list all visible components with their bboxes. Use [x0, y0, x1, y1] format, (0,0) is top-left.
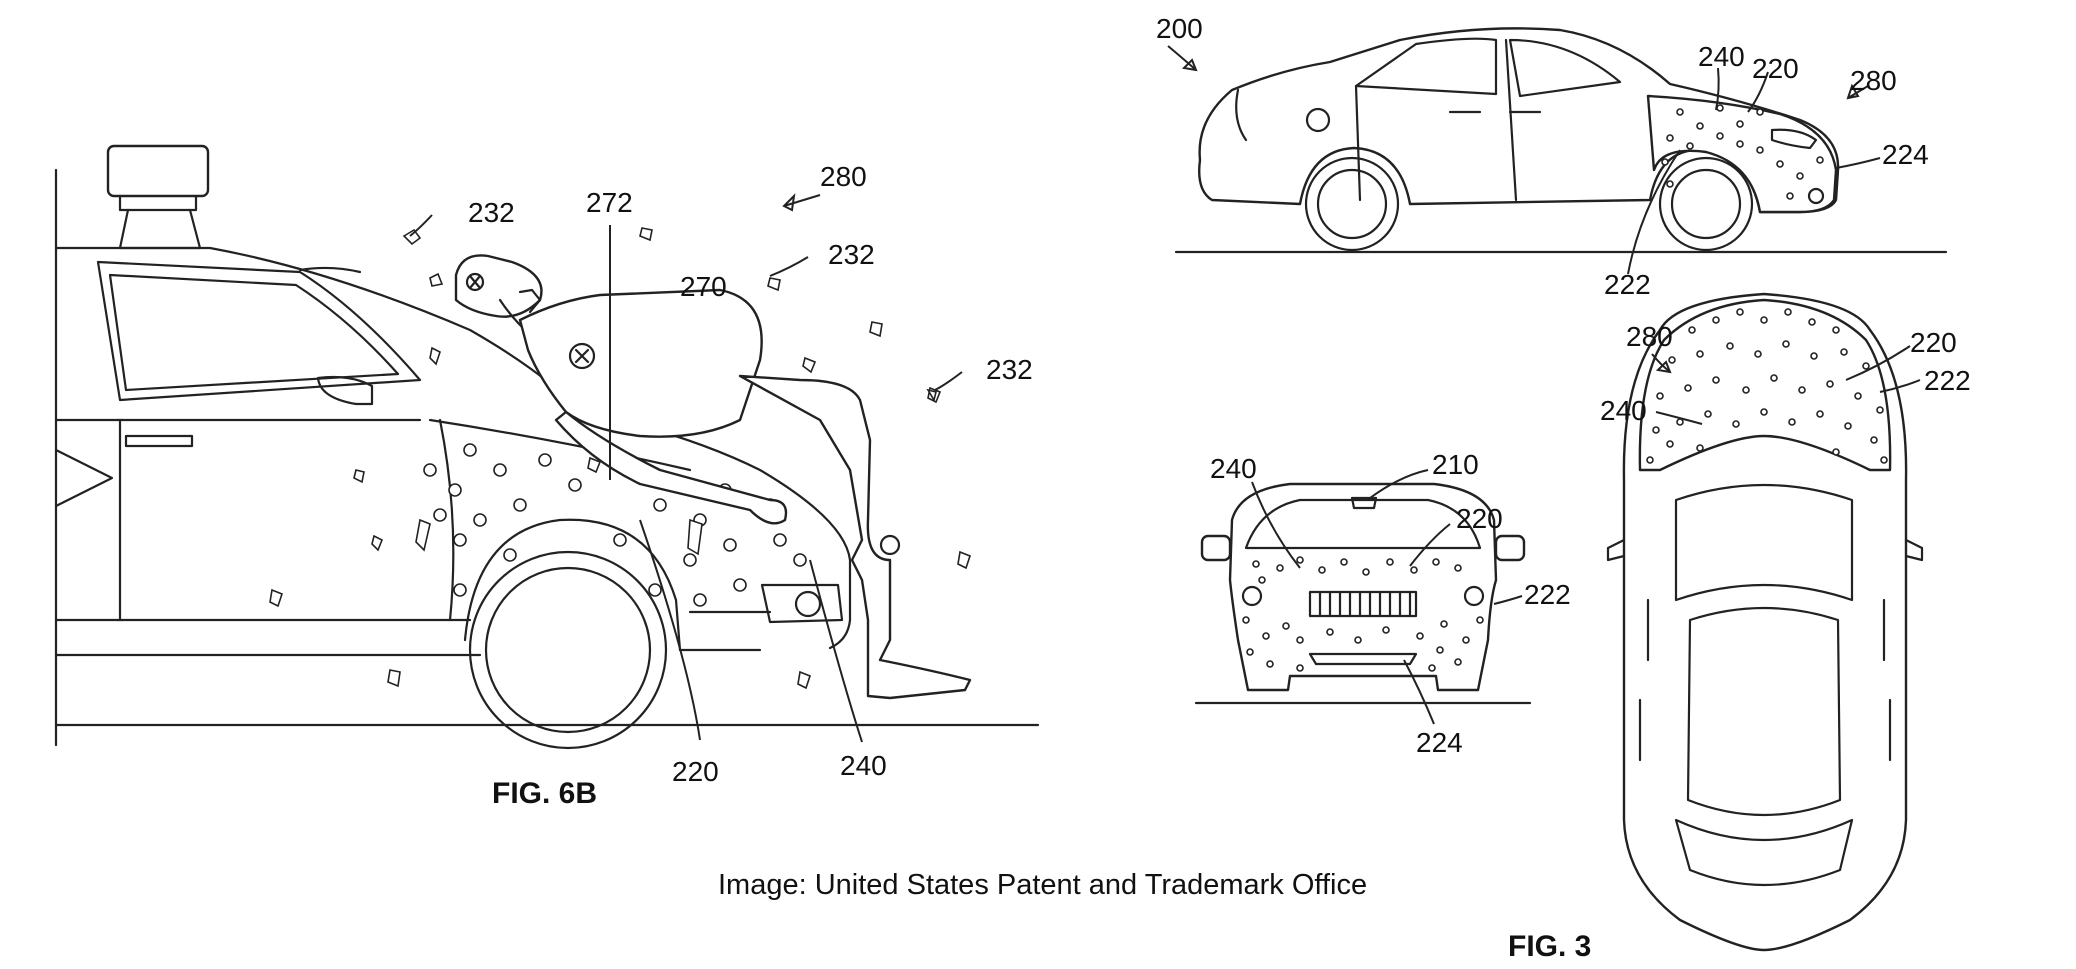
label-280-top: 280 — [1626, 321, 1673, 352]
label-222-side: 222 — [1604, 269, 1651, 300]
label-220-top: 220 — [1910, 327, 1957, 358]
roof-sensor — [106, 144, 210, 250]
fig-3-side-view: 200 240 220 280 224 222 — [1156, 13, 1948, 300]
label-200: 200 — [1156, 13, 1203, 44]
label-210: 210 — [1432, 449, 1479, 480]
label-240-front: 240 — [1210, 453, 1257, 484]
label-280-6b: 280 — [820, 161, 867, 192]
leader-lines-front — [1251, 469, 1523, 725]
caption-fig-3: FIG. 3 — [1508, 930, 1591, 963]
fig-6b: 280 272 270 232 232 232 220 240 FIG. 6B — [54, 144, 1040, 810]
label-240-side: 240 — [1698, 41, 1745, 72]
leader-lines-top — [1651, 345, 1921, 425]
leader-lines-6b — [409, 193, 963, 743]
label-270: 270 — [680, 271, 727, 302]
label-220-side: 220 — [1752, 53, 1799, 84]
label-222-front: 222 — [1524, 579, 1571, 610]
label-224-front: 224 — [1416, 727, 1463, 758]
fig-3-top-view: 280 220 222 240 — [1600, 292, 1971, 952]
debris-fragments-6b — [269, 227, 971, 690]
label-240-top: 240 — [1600, 395, 1647, 426]
pedestrian-figure — [454, 254, 972, 700]
label-280-side: 280 — [1850, 65, 1897, 96]
image-credit: Image: United States Patent and Trademar… — [718, 869, 1367, 901]
label-222-top: 222 — [1924, 365, 1971, 396]
adhesive-dots-top — [1646, 308, 1888, 464]
car-body-6b — [54, 168, 1040, 750]
fig-3-front-view: 240 210 220 222 224 — [1194, 449, 1571, 758]
label-220-6b: 220 — [672, 756, 719, 787]
adhesive-dots-front — [1242, 556, 1484, 672]
label-232-c: 232 — [986, 354, 1033, 385]
label-240-6b: 240 — [840, 750, 887, 781]
label-232-b: 232 — [828, 239, 875, 270]
caption-fig-6b: FIG. 6B — [492, 777, 597, 810]
label-220-front: 220 — [1456, 503, 1503, 534]
label-272: 272 — [586, 187, 633, 218]
label-224-side: 224 — [1882, 139, 1929, 170]
leader-lines-side — [1167, 45, 1881, 275]
label-232-a: 232 — [468, 197, 515, 228]
adhesive-dots-side — [1661, 104, 1824, 200]
